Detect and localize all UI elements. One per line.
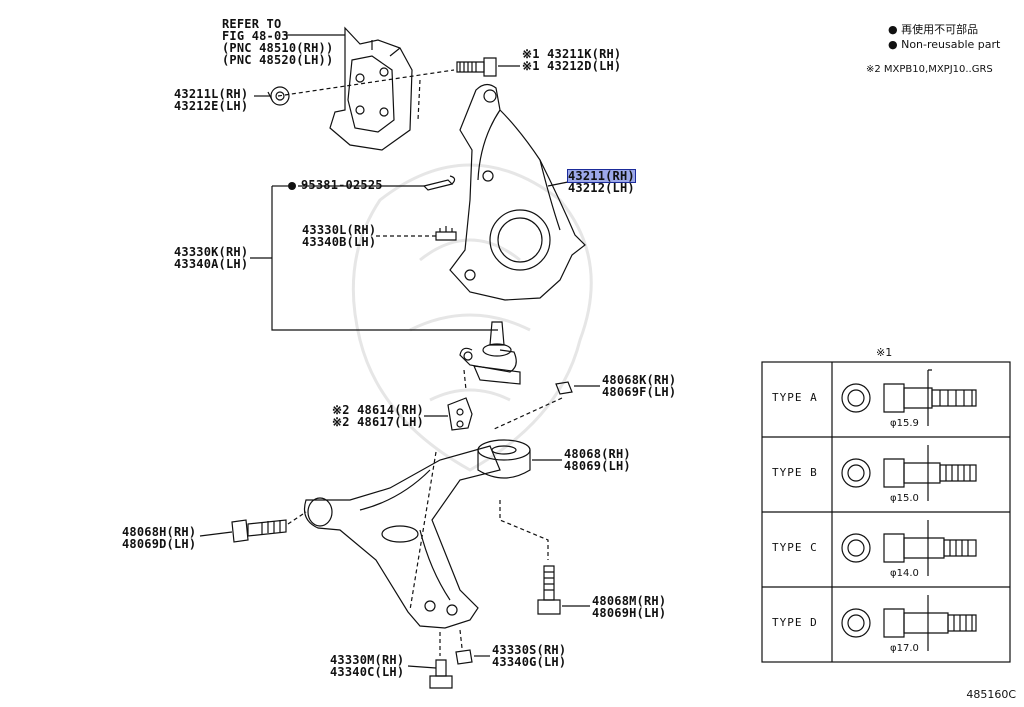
label-48068[interactable]: 48068(RH) 48069(LH) [564, 448, 631, 472]
label-48068M[interactable]: 48068M(RH) 48069H(LH) [592, 595, 666, 619]
legend-note-2: ※2 MXPB10,MXPJ10..GRS [866, 64, 993, 75]
label-43211-lh[interactable]: 43212(LH) [568, 181, 635, 195]
type-a-label: TYPE A [772, 391, 818, 404]
label-43330S[interactable]: 43330S(RH) 43340G(LH) [492, 644, 566, 668]
type-c-diameter: φ14.0 [890, 568, 919, 579]
refer-note: REFER TO FIG 48-03 (PNC 48510(RH)) (PNC … [222, 18, 333, 66]
leader-43330M [407, 665, 437, 669]
steering-knuckle-drawing [449, 83, 586, 301]
figure-id: 485160C [966, 688, 1016, 701]
label-43211K-rh[interactable]: ※1 43211K(RH) [522, 47, 622, 61]
lower-control-arm-drawing [303, 445, 501, 629]
label-48614-rh[interactable]: ※2 48614(RH) [332, 403, 424, 417]
type-d-bolt-drawing [841, 595, 977, 651]
label-48068M-rh[interactable]: 48068M(RH) [592, 594, 667, 608]
type-b-bolt-drawing [841, 445, 977, 501]
dash-bolt-caliper [277, 69, 455, 97]
leader-43211 [547, 181, 569, 187]
bolt-48068H-drawing [231, 519, 287, 543]
label-48068M-lh[interactable]: 48069H(LH) [592, 606, 667, 620]
label-95381[interactable]: 95381-02525 [301, 179, 383, 191]
type-d-diameter: φ17.0 [890, 643, 919, 654]
bolt-48068M-drawing [537, 565, 561, 615]
legend: ● 再使用不可部品 ● Non-reusable part [888, 22, 1000, 52]
type-c-label: TYPE C [772, 541, 818, 554]
label-48068-lh[interactable]: 48069(LH) [564, 459, 631, 473]
bolt-43330M-drawing [429, 659, 453, 689]
type-table-header: ※1 [876, 346, 893, 359]
bolt-43211K-drawing [456, 57, 497, 77]
type-a-bolt-drawing [841, 369, 977, 426]
label-95381-num[interactable]: 95381-02525 [301, 178, 383, 192]
label-48068H-rh[interactable]: 48068H(RH) [122, 525, 197, 539]
type-d-label: TYPE D [772, 616, 818, 629]
label-43330L-lh[interactable]: 43340B(LH) [302, 235, 377, 249]
label-43211L-rh[interactable]: 43211L(RH) [174, 87, 249, 101]
label-43330K[interactable]: 43330K(RH) 43340A(LH) [174, 246, 248, 270]
label-43330S-rh[interactable]: 43330S(RH) [492, 643, 567, 657]
cotter-pin-drawing [422, 175, 456, 191]
refer-line-3: (PNC 48510(RH)) [222, 41, 334, 55]
label-43211-rh[interactable]: 43211(RH) [567, 169, 636, 183]
label-43330M-rh[interactable]: 43330M(RH) [330, 653, 405, 667]
label-48068-rh[interactable]: 48068(RH) [564, 447, 631, 461]
label-48068K-lh[interactable]: 48069F(LH) [602, 385, 677, 399]
label-43330M-lh[interactable]: 43340C(LH) [330, 665, 405, 679]
label-43330L[interactable]: 43330L(RH) 43340B(LH) [302, 224, 376, 248]
label-48068K[interactable]: 48068K(RH) 48069F(LH) [602, 374, 676, 398]
refer-line-2: FIG 48-03 [222, 29, 289, 43]
type-b-diameter: φ15.0 [890, 493, 919, 504]
castle-nut-drawing [435, 226, 457, 241]
ball-joint-drawing [459, 321, 521, 385]
non-reusable-dot [288, 182, 296, 190]
leader-48068H [199, 531, 233, 537]
refer-line-1: REFER TO [222, 17, 282, 31]
label-48068H[interactable]: 48068H(RH) 48069D(LH) [122, 526, 196, 550]
type-b-label: TYPE B [772, 466, 818, 479]
label-43330L-rh[interactable]: 43330L(RH) [302, 223, 377, 237]
label-43211L-lh[interactable]: 43212E(LH) [174, 99, 249, 113]
label-43330M[interactable]: 43330M(RH) 43340C(LH) [330, 654, 404, 678]
refer-line-4: (PNC 48520(LH)) [222, 53, 334, 67]
label-43330S-lh[interactable]: 43340G(LH) [492, 655, 567, 669]
label-48614-lh[interactable]: ※2 48617(LH) [332, 415, 424, 429]
type-a-diameter: φ15.9 [890, 418, 919, 429]
label-43211L[interactable]: 43211L(RH) 43212E(LH) [174, 88, 248, 112]
label-43330K-rh[interactable]: 43330K(RH) [174, 245, 249, 259]
plate-48614-drawing [447, 397, 473, 431]
nut-48068K-drawing [555, 381, 573, 395]
bushing-48068-drawing [477, 439, 531, 479]
label-43211[interactable]: 43211(RH) 43212(LH) [567, 169, 636, 195]
bracket-43330K [271, 186, 498, 331]
label-43211K[interactable]: ※1 43211K(RH) ※1 43212D(LH) [522, 48, 621, 72]
type-c-bolt-drawing [841, 520, 977, 576]
label-43330K-lh[interactable]: 43340A(LH) [174, 257, 249, 271]
nut-43330S-drawing [455, 649, 473, 665]
legend-en: ● Non-reusable part [888, 38, 1001, 51]
type-table [761, 361, 1011, 663]
label-43211K-lh[interactable]: ※1 43212D(LH) [522, 59, 622, 73]
label-48614[interactable]: ※2 48614(RH) ※2 48617(LH) [332, 404, 424, 428]
label-48068K-rh[interactable]: 48068K(RH) [602, 373, 677, 387]
legend-jp: ● 再使用不可部品 [888, 23, 979, 36]
brake-caliper-drawing [329, 26, 413, 151]
label-48068H-lh[interactable]: 48069D(LH) [122, 537, 197, 551]
